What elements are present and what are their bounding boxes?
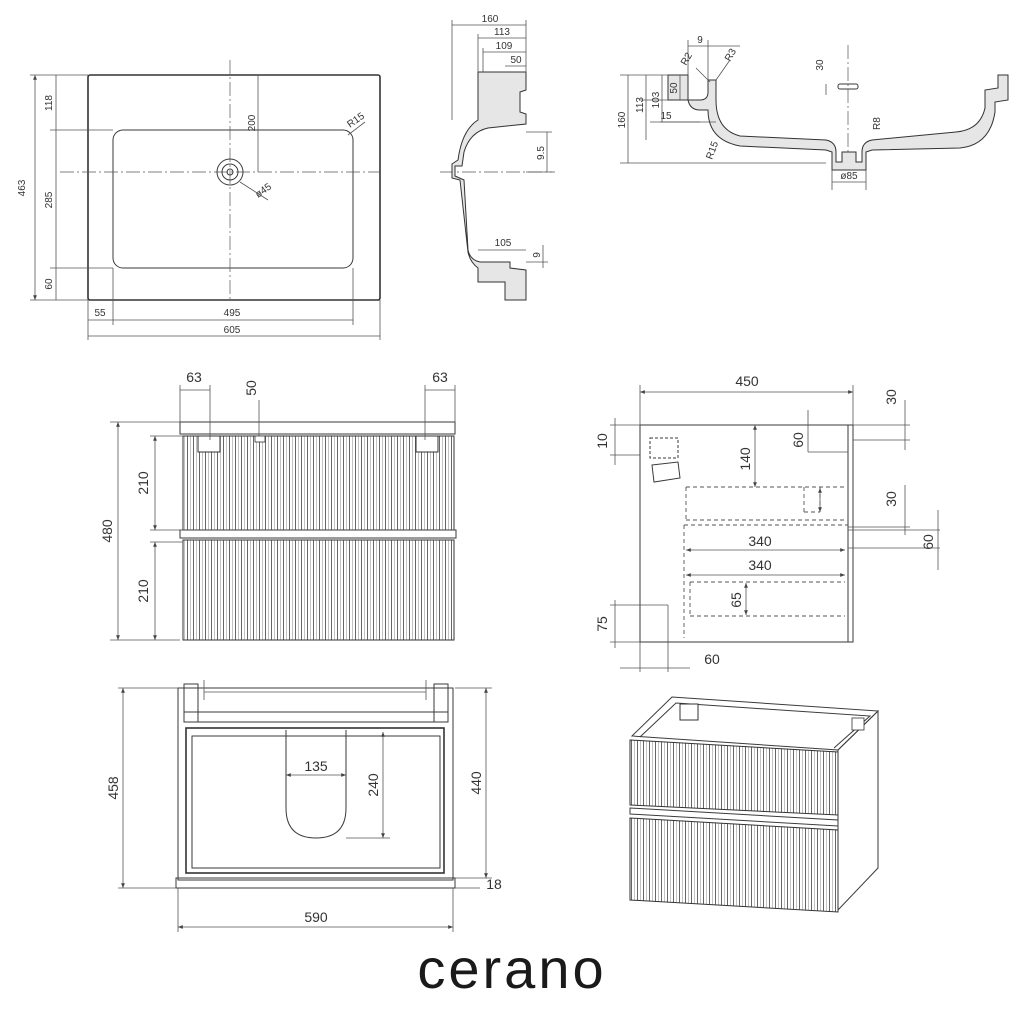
dim-60-c: 60 [704,651,720,667]
dim-drawer-top: 210 [135,471,151,495]
dim-140: 140 [737,447,753,471]
dim-340-b: 340 [748,557,772,573]
dim-65: 65 [728,592,744,608]
dim-front-85: ø85 [840,171,858,182]
dim-front-15: 15 [660,111,672,122]
basin-top-view: 463 118 285 60 200 ø45 R15 55 495 605 [17,60,381,340]
dim-total-width: 605 [224,325,241,336]
dim-front-r8: R8 [872,117,883,130]
dim-side-50: 50 [510,55,522,66]
dim-side-160: 160 [482,14,499,25]
dim-cut-135: 135 [304,758,328,774]
dim-18: 18 [486,876,502,892]
dim-front-50: 50 [669,82,680,94]
dim-height-458: 458 [105,776,121,800]
dim-right-63: 63 [432,369,448,385]
dim-top-30: 30 [883,389,899,405]
cabinet-front-view: 63 63 50 480 210 210 [99,369,457,641]
cabinet-side-view: 450 30 10 140 60 30 60 340 340 65 75 [594,373,940,672]
dim-drain-dia: ø45 [253,181,274,200]
cabinet-top-view: 135 240 458 440 18 590 [105,680,502,932]
dim-basin-width: 495 [224,308,241,319]
basin-side-section: 160 113 109 50 9.5 105 9 [440,14,555,301]
dim-depth-450: 450 [735,373,759,389]
drain-hole [216,158,244,186]
dim-total-depth: 463 [17,179,28,196]
dim-left-margin: 55 [94,308,106,319]
dim-drain-offset: 200 [247,114,258,131]
dim-height-480: 480 [99,519,115,543]
dim-cut-240: 240 [365,773,381,797]
dim-bottom-margin: 60 [44,278,55,290]
brand-logo: cerano [417,937,606,1000]
dim-front-113: 113 [635,97,646,113]
dim-front-r15: R15 [704,140,721,161]
dim-side-105: 105 [495,238,512,249]
dim-left-63: 63 [186,369,202,385]
dim-30-b: 30 [883,491,899,507]
dim-height-440: 440 [468,771,484,795]
dim-front-r3: R3 [723,47,739,64]
dim-side-9: 9 [532,252,543,258]
dim-75: 75 [594,616,610,632]
dim-left-10: 10 [594,433,610,449]
dim-drawer-bottom: 210 [135,579,151,603]
basin-front-section: 160 113 103 50 15 9 R2 R3 30 R15 R8 ø85 [617,35,1009,190]
dim-center-50: 50 [243,380,259,396]
dim-side-109: 109 [496,41,513,52]
dim-front-160: 160 [617,111,628,128]
drawer-top [182,435,455,531]
dim-corner-radius: R15 [345,111,367,131]
dim-front-103: 103 [651,91,662,108]
cabinet-isometric-view [629,696,880,913]
dim-front-9: 9 [697,35,703,46]
dim-width-590: 590 [304,909,328,925]
dim-top-margin: 118 [44,95,55,111]
dim-front-r2: R2 [679,51,695,68]
dim-60-b: 60 [920,534,936,550]
dim-340-a: 340 [748,533,772,549]
dim-60-a: 60 [790,432,806,448]
dim-side-113: 113 [494,27,510,38]
dim-front-30: 30 [815,59,826,71]
dim-side-95: 9.5 [536,146,547,160]
drawer-bottom [182,539,455,641]
dim-basin-depth: 285 [44,191,55,208]
